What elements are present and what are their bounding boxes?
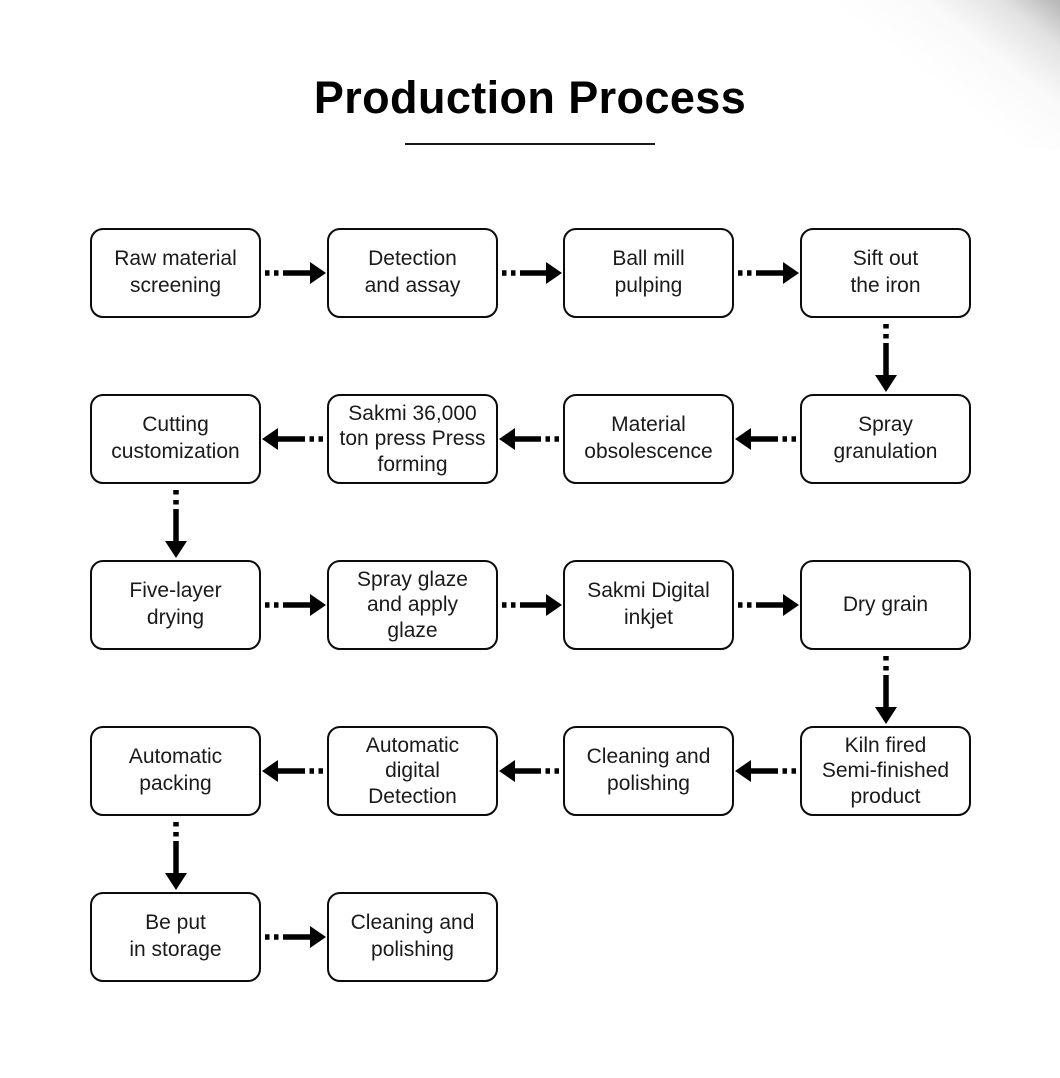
arrow-n9-to-n10-right <box>261 588 327 622</box>
process-node-be-put-in-storage: Be put in storage <box>90 892 261 982</box>
process-node-cleaning-and-polishing: Cleaning and polishing <box>327 892 498 982</box>
process-node-kiln-fired-semi-finished-product: Kiln fired Semi-finished product <box>800 726 971 816</box>
arrow-n4-to-n5-down <box>869 318 903 394</box>
arrow-n16-to-n17-down <box>159 816 193 892</box>
arrow-n7-to-n8-left <box>261 422 327 456</box>
process-node-spray-granulation: Spray granulation <box>800 394 971 484</box>
arrow-n11-to-n12-right <box>734 588 800 622</box>
process-node-dry-grain: Dry grain <box>800 560 971 650</box>
arrow-n6-to-n7-left <box>498 422 563 456</box>
process-node-material-obsolescence: Material obsolescence <box>563 394 734 484</box>
process-node-sakmi-36-000-ton-press-press-forming: Sakmi 36,000 ton press Press forming <box>327 394 498 484</box>
process-node-five-layer-drying: Five-layer drying <box>90 560 261 650</box>
arrow-n10-to-n11-right <box>498 588 563 622</box>
arrow-n5-to-n6-left <box>734 422 800 456</box>
title-underline-rule <box>405 143 655 146</box>
arrow-n13-to-n14-left <box>734 754 800 788</box>
process-node-cutting-customization: Cutting customization <box>90 394 261 484</box>
arrow-n12-to-n13-down <box>869 650 903 726</box>
process-node-sift-out-the-iron: Sift out the iron <box>800 228 971 318</box>
title-block: Production Process <box>0 72 1060 146</box>
process-node-automatic-digital-detection: Automatic digital Detection <box>327 726 498 816</box>
process-node-automatic-packing: Automatic packing <box>90 726 261 816</box>
arrow-n8-to-n9-down <box>159 484 193 560</box>
process-node-cleaning-and-polishing: Cleaning and polishing <box>563 726 734 816</box>
process-node-sakmi-digital-inkjet: Sakmi Digital inkjet <box>563 560 734 650</box>
arrow-n1-to-n2-right <box>261 256 327 290</box>
process-node-detection-and-assay: Detection and assay <box>327 228 498 318</box>
process-node-raw-material-screening: Raw material screening <box>90 228 261 318</box>
page-title: Production Process <box>313 72 747 123</box>
arrow-n14-to-n15-left <box>498 754 563 788</box>
arrow-n15-to-n16-left <box>261 754 327 788</box>
arrow-n3-to-n4-right <box>734 256 800 290</box>
arrow-n2-to-n3-right <box>498 256 563 290</box>
process-node-ball-mill-pulping: Ball mill pulping <box>563 228 734 318</box>
process-node-spray-glaze-and-apply-glaze: Spray glaze and apply glaze <box>327 560 498 650</box>
arrow-n17-to-n18-right <box>261 920 327 954</box>
